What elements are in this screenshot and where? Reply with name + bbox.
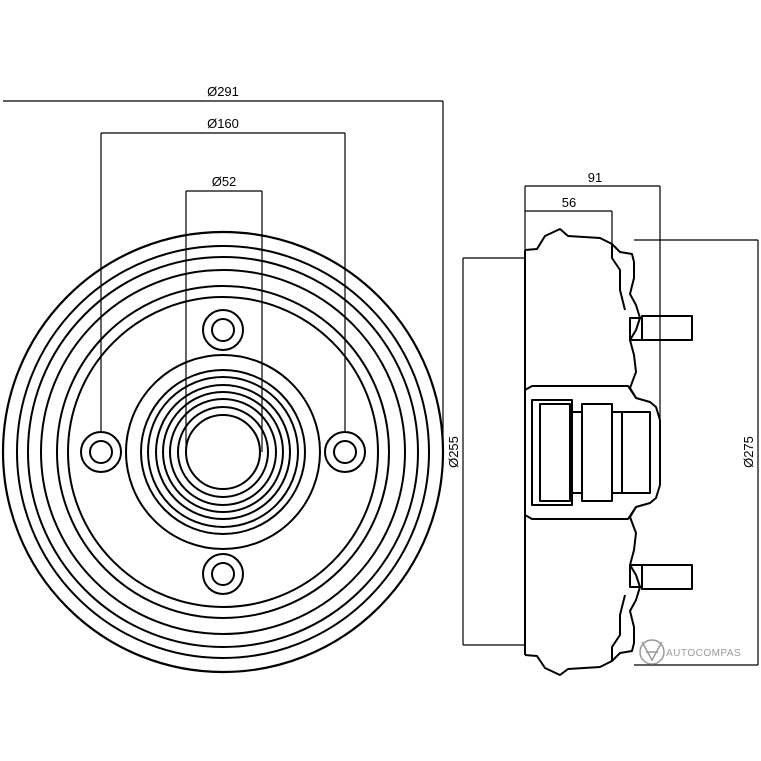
hub-ring-2 [140,369,306,535]
hub-bearing-seat-inner [539,403,571,502]
watermark-text: AUTOCOMPAS [666,648,741,659]
dim-56-label: 56 [562,195,576,210]
hub-ring-4 [155,384,291,520]
hub-ring-6 [169,398,277,506]
drum-top-contour [524,228,661,421]
bolt-hole-bottom [202,553,244,595]
wheel-stud-bottom [629,564,693,590]
dim-52-label: Ø52 [212,174,237,189]
dim-291-label: Ø291 [207,84,239,99]
hub-ring-1 [125,354,321,550]
drum-inner-wall-top [611,244,626,311]
front-dimensions [3,100,444,452]
dim-160-label: Ø160 [207,116,239,131]
hub-bearing-seat-3 [621,411,651,494]
hub-bearing-seat-2 [581,403,613,502]
hub-ring-3 [147,376,299,528]
hub-bore-outline [524,385,637,520]
bolt-hole-right [324,431,366,473]
front-view [1,230,445,674]
center-bore [185,414,261,490]
bolt-hole-left [80,431,122,473]
watermark-logo-icon [639,639,665,665]
watermark: AUTOCOMPAS [639,639,741,665]
dim-255-label: Ø255 [446,436,461,468]
side-view [524,228,693,676]
side-dimensions [462,185,759,666]
drum-bottom-contour [524,484,661,676]
drum-ring-3 [27,256,419,648]
wheel-stud-top [629,315,693,341]
drum-ring-4 [40,269,406,635]
drum-ring-2 [16,245,430,659]
hub-bearing-seat-outer [531,399,573,506]
drum-inner-wall-bottom [611,594,626,661]
hub-ring-5 [162,391,284,513]
drum-ring-6 [67,296,379,608]
dim-91-label: 91 [588,170,602,185]
dim-275-label: Ø275 [741,436,756,468]
hub-ring-7 [177,406,269,498]
bolt-hole-top [202,309,244,351]
drum-ring-5 [56,285,390,619]
